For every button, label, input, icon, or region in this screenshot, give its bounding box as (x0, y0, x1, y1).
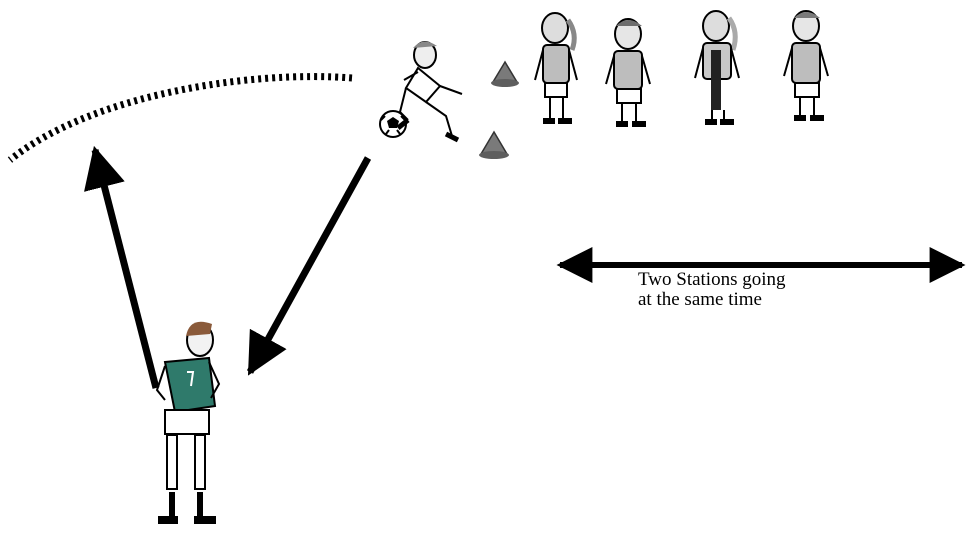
player-icon (694, 10, 740, 125)
player-icon (783, 10, 829, 121)
ball-path-dotted-curve (7, 73, 353, 163)
caption: Two Stations going at the same time (638, 270, 786, 310)
player-icon (155, 321, 221, 524)
player-icon (605, 18, 651, 127)
player-icon (534, 12, 578, 124)
player-icon (396, 41, 463, 143)
cone-icon (479, 130, 509, 159)
pass-arrow-up (84, 145, 160, 389)
caption-line-2: at the same time (638, 289, 762, 310)
pass-arrow-down (246, 156, 372, 376)
cone-icon (491, 60, 519, 87)
caption-line-1: Two Stations going (638, 269, 786, 290)
